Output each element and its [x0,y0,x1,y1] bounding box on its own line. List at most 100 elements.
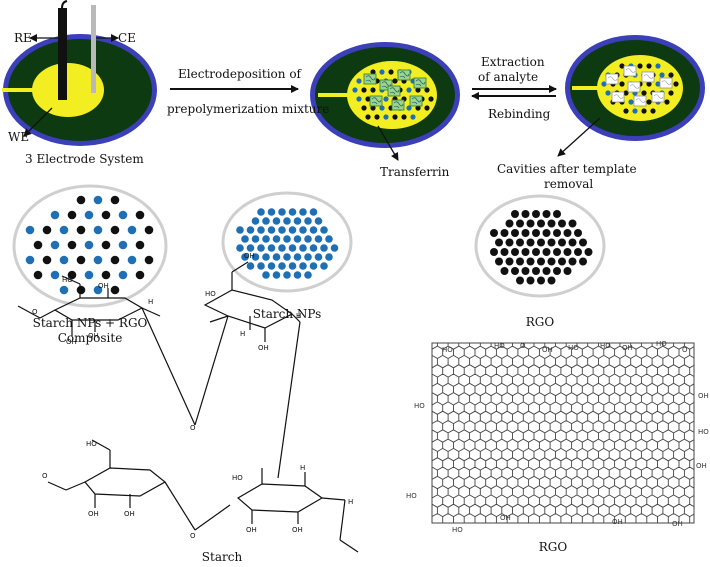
starch-np-particle [50,210,60,220]
svg-text:OH: OH [244,252,255,260]
svg-text:OH: OH [500,514,511,522]
electrode-particle [388,69,394,75]
graphene-lattice [432,343,694,523]
svg-text:OH: OH [98,282,109,290]
rgo-particle [574,248,582,256]
starch-np-particle [272,217,281,225]
rgo-particle [33,240,43,250]
electrode-particle [352,87,358,93]
rgo-particle [547,238,556,247]
electrode-particle [646,81,652,87]
starch-np-particle [246,226,255,234]
rgo-particle [532,229,540,237]
rgo-particle [495,238,503,247]
svg-text:HO: HO [205,290,216,298]
rgo-particle [526,276,535,285]
starch-np-particle [59,285,69,295]
transferrin-molecule [391,99,405,111]
starch-np-particle [127,255,137,265]
svg-text:HO: HO [86,440,97,448]
electrode-particle [623,90,629,96]
rgo-particle [542,248,551,256]
starch-np-particle [251,253,260,261]
svg-text:HO: HO [406,492,417,500]
rebinding-label: Rebinding [488,107,551,121]
starch-np-particle [293,235,302,243]
svg-text:OH: OH [258,344,269,352]
rgo-particle [568,257,577,266]
starch-np-particle [314,253,323,261]
electrode-particle [361,105,367,111]
rgo-particle [505,219,514,228]
rgo-structure-label: RGO [538,540,568,554]
starch-np-particle [257,208,265,216]
starch-np-particle [257,262,265,270]
rgo-particle [526,238,535,247]
starch-np-particle [304,217,312,225]
starch-np-particle [272,235,281,243]
rgo-particle [144,225,154,235]
electrode-particle [428,96,434,102]
electrode-particle [623,108,629,114]
rgo-particle [67,240,77,250]
electrode-particle [655,81,661,87]
rgo-particle [33,270,43,280]
svg-text:HO: HO [442,346,453,354]
rgo-particle [67,210,77,220]
rgo-particle [76,225,86,235]
rgo-particle [135,270,145,280]
template-cavity [627,81,641,93]
rgo-particle [558,238,566,247]
starch-np-particle [50,240,60,250]
rgo-particle [516,257,524,266]
template-cavity [641,71,655,83]
starch-nps-label: Starch NPs [252,307,322,321]
starch-np-particle [118,270,128,280]
starch-np-particle [288,208,297,216]
rgo-particle [532,210,540,218]
electrode-particle [392,114,398,120]
rgo-particle [110,285,120,295]
ce-label: CE [118,31,136,45]
svg-text:HO: HO [656,340,667,348]
starch-np-particle [267,262,276,270]
rgo-particle [542,229,551,237]
starch-np-particle [278,262,286,270]
rgo-particles [490,210,593,285]
rgo-particle [76,285,86,295]
starch-np-particle [278,208,286,216]
starch-np-particle [309,226,318,234]
starch-np-particle [118,210,128,220]
rgo-particle [42,225,52,235]
starch-label: Starch [201,550,243,564]
svg-text:OH: OH [246,526,257,534]
starch-np-particle [304,253,312,261]
rgo-particle [495,257,503,266]
rgo-particle [490,248,498,256]
starch-np-particle [278,244,286,252]
transferrin-molecule [363,73,377,85]
starch-np-particle [25,255,35,265]
rgo-particle [558,219,566,228]
starch-np-particle [325,253,333,261]
rgo-particle [500,248,509,256]
electrode-particle [619,63,625,69]
starch-np-particle [283,271,291,279]
of-analyte-label: of analyte [478,70,539,84]
electrode-particle [392,78,398,84]
electrode-particle [406,105,412,111]
starch-np-particle [304,271,312,279]
starch-np-particle [278,226,286,234]
starch-np-particle [267,208,276,216]
electrode-particle [365,114,371,120]
starch-np-particle [272,271,281,279]
starch-np-particle [262,253,270,261]
rgo-particle [553,229,561,237]
electrode-particle [646,99,652,105]
starch-np-particle [272,253,281,261]
electrode-particle [646,63,652,69]
starch-np-particles [236,208,339,279]
rgo-particle [516,276,524,285]
starch-np-particle [293,253,302,261]
